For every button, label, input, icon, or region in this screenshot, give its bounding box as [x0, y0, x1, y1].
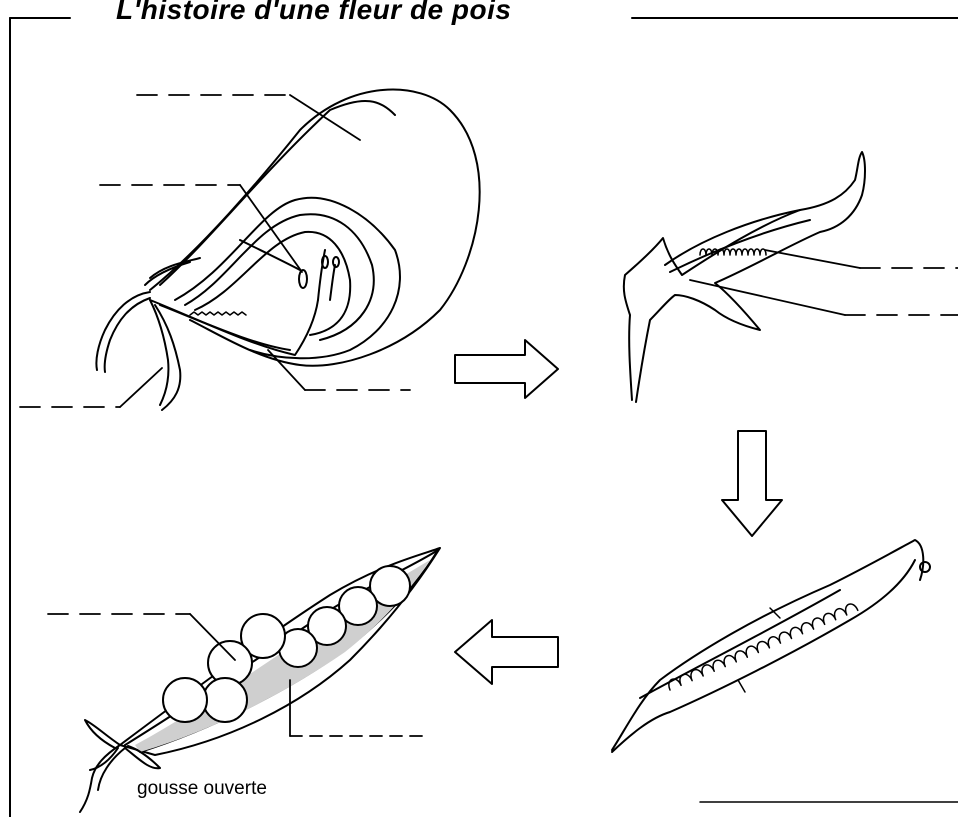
young-pod-drawing: [624, 152, 865, 402]
arrow-left: [455, 620, 558, 684]
arrow-right: [455, 340, 558, 398]
arrow-down: [722, 431, 782, 536]
open-pod-label: gousse ouverte: [137, 778, 267, 800]
diagram-title: L'histoire d'une fleur de pois: [116, 0, 511, 26]
growing-pod-drawing: [612, 540, 930, 752]
frame: [10, 18, 958, 817]
open-pod-drawing: [80, 548, 440, 812]
flower-drawing: [96, 90, 479, 410]
